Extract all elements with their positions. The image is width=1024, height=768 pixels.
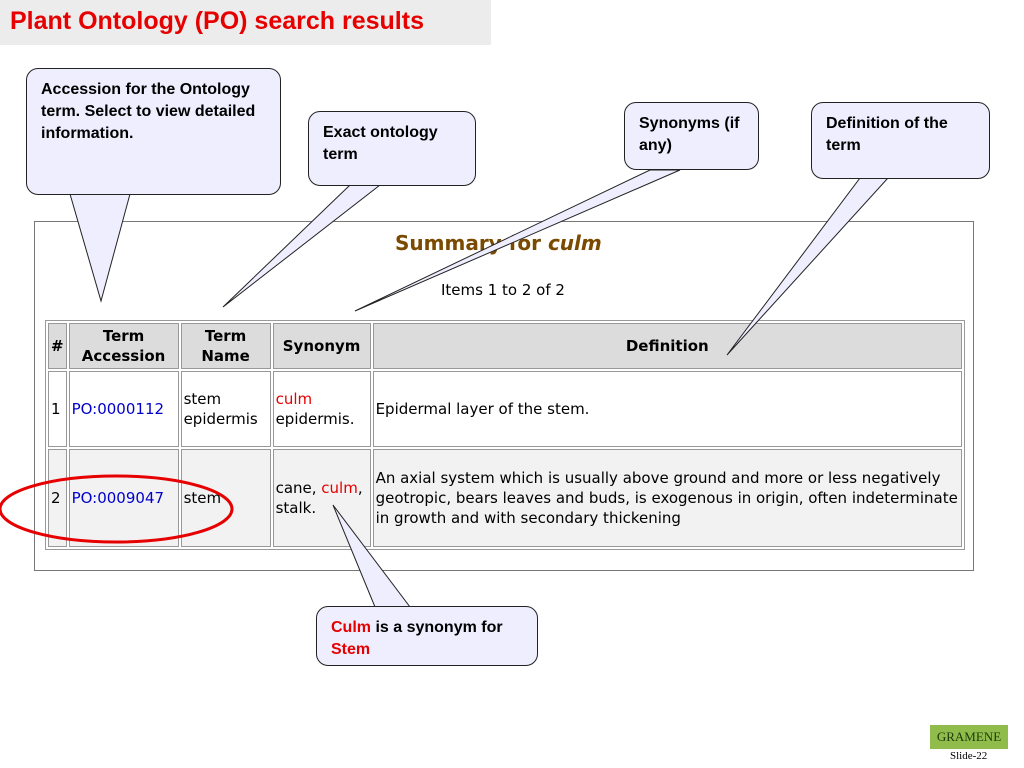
table-row: 2 PO:0009047 stem cane, culm, stalk. An …	[48, 449, 962, 547]
culm-word: Culm	[331, 619, 371, 636]
table-header-row: # Term Accession Term Name Synonym Defin…	[48, 323, 962, 369]
synonym-rest: , stalk.	[275, 479, 363, 517]
synonym-rest: epidermis.	[275, 410, 355, 428]
row-num: 1	[48, 371, 67, 447]
definition-cell: An axial system which is usually above g…	[372, 449, 962, 547]
col-header-synonym[interactable]: Synonym	[272, 323, 371, 369]
callout-definition: Definition of the term	[811, 102, 990, 179]
term-name: stem epidermis	[180, 371, 271, 447]
title-banner: Plant Ontology (PO) search results	[0, 0, 491, 45]
results-table: # Term Accession Term Name Synonym Defin…	[45, 320, 965, 550]
callout-culm-synonym: Culm is a synonym for Stem	[316, 606, 538, 666]
synonym-cell: cane, culm, stalk.	[272, 449, 371, 547]
synonym-pre: cane,	[275, 479, 322, 497]
slide-title: Plant Ontology (PO) search results	[10, 7, 424, 35]
gramene-logo: GRAMENE	[930, 725, 1008, 749]
col-header-accession[interactable]: Term Accession	[68, 323, 179, 369]
items-count: Items 1 to 2 of 2	[441, 281, 565, 299]
accession-link-text[interactable]: PO:0000112	[71, 400, 165, 418]
accession-link[interactable]: PO:0000112	[68, 371, 179, 447]
summary-term: culm	[547, 231, 602, 255]
table-row: 1 PO:0000112 stem epidermis culm epiderm…	[48, 371, 962, 447]
culm-mid: is a synonym for	[371, 619, 503, 636]
col-header-definition[interactable]: Definition	[372, 323, 962, 369]
summary-heading: Summary for culm	[395, 231, 602, 255]
summary-prefix: Summary for	[395, 231, 548, 255]
col-header-name[interactable]: Term Name	[180, 323, 271, 369]
row-num: 2	[48, 449, 67, 547]
stem-word: Stem	[331, 641, 371, 658]
callout-synonyms: Synonyms (if any)	[624, 102, 759, 170]
accession-link[interactable]: PO:0009047	[68, 449, 179, 547]
term-name: stem	[180, 449, 271, 547]
synonym-cell: culm epidermis.	[272, 371, 371, 447]
col-header-num: #	[48, 323, 67, 369]
callout-accession: Accession for the Ontology term. Select …	[26, 68, 281, 195]
synonym-highlight: culm	[275, 390, 313, 408]
synonym-highlight: culm	[321, 479, 358, 497]
callout-exact-term: Exact ontology term	[308, 111, 476, 186]
slide-number: Slide-22	[950, 750, 988, 762]
accession-link-text[interactable]: PO:0009047	[71, 489, 165, 507]
definition-cell: Epidermal layer of the stem.	[372, 371, 962, 447]
search-results-panel: Summary for culm Items 1 to 2 of 2 # Ter…	[34, 221, 974, 571]
